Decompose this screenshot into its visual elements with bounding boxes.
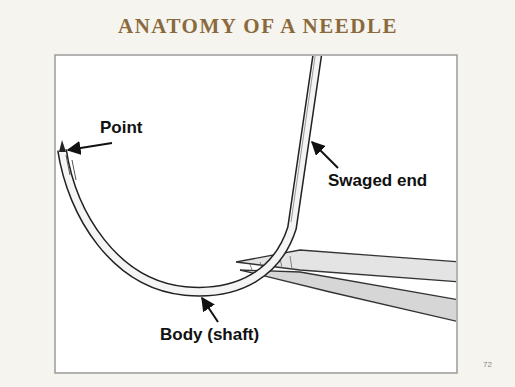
needle-shading <box>291 56 316 222</box>
picture-frame <box>55 55 457 373</box>
needle-tip <box>59 140 66 152</box>
part-label: Body (shaft) <box>160 325 259 345</box>
part-label: Point <box>100 118 143 138</box>
slide-title: ANATOMY OF A NEEDLE <box>118 14 398 39</box>
leader-arrow <box>312 142 338 168</box>
page-number: 72 <box>483 360 492 369</box>
needle-outline <box>62 56 318 292</box>
needle-edge <box>66 155 76 180</box>
leader-arrow <box>202 298 218 322</box>
part-label: Swaged end <box>328 171 427 191</box>
needle-body <box>62 56 318 292</box>
leader-arrow <box>68 143 112 150</box>
needle-holder-lower-jaw <box>240 270 456 322</box>
